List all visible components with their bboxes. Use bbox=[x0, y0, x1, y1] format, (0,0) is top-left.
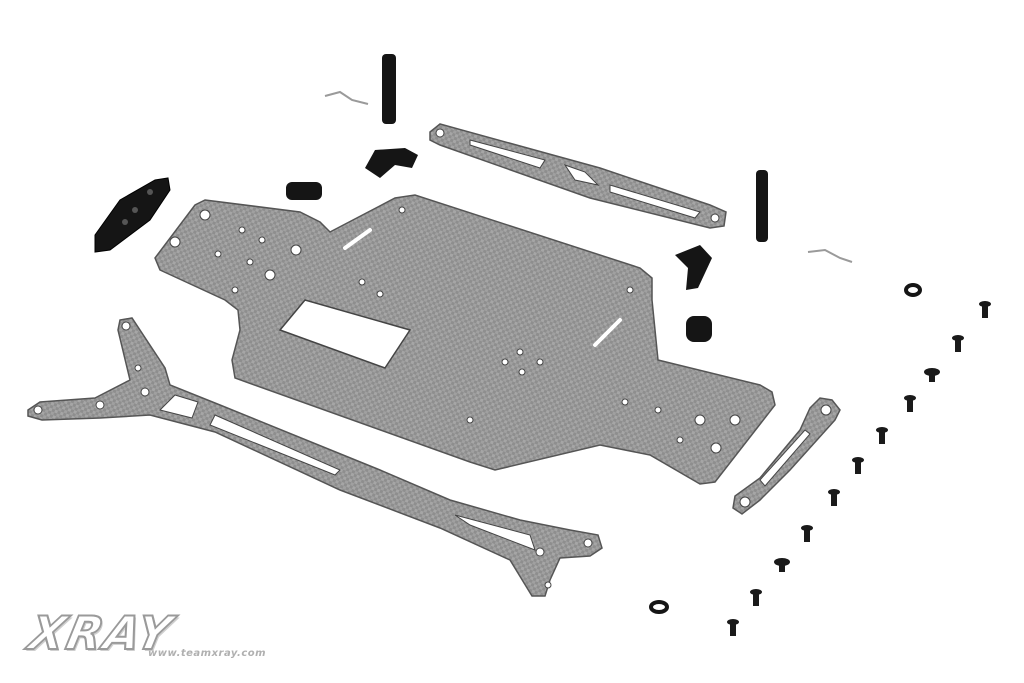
rear-brace bbox=[732, 397, 841, 515]
brand-logo: XRAY www.teamxray.com bbox=[23, 605, 340, 668]
body-posts bbox=[382, 54, 768, 242]
o-rings bbox=[649, 283, 922, 614]
screws bbox=[727, 301, 991, 636]
mounts bbox=[286, 148, 712, 342]
front-bumper bbox=[94, 177, 171, 253]
main-chassis-plate bbox=[154, 194, 776, 485]
logo-url: www.teamxray.com bbox=[148, 648, 267, 659]
upper-brace-top bbox=[429, 123, 727, 229]
upper-deck-long bbox=[27, 317, 603, 597]
body-clips bbox=[324, 90, 853, 263]
